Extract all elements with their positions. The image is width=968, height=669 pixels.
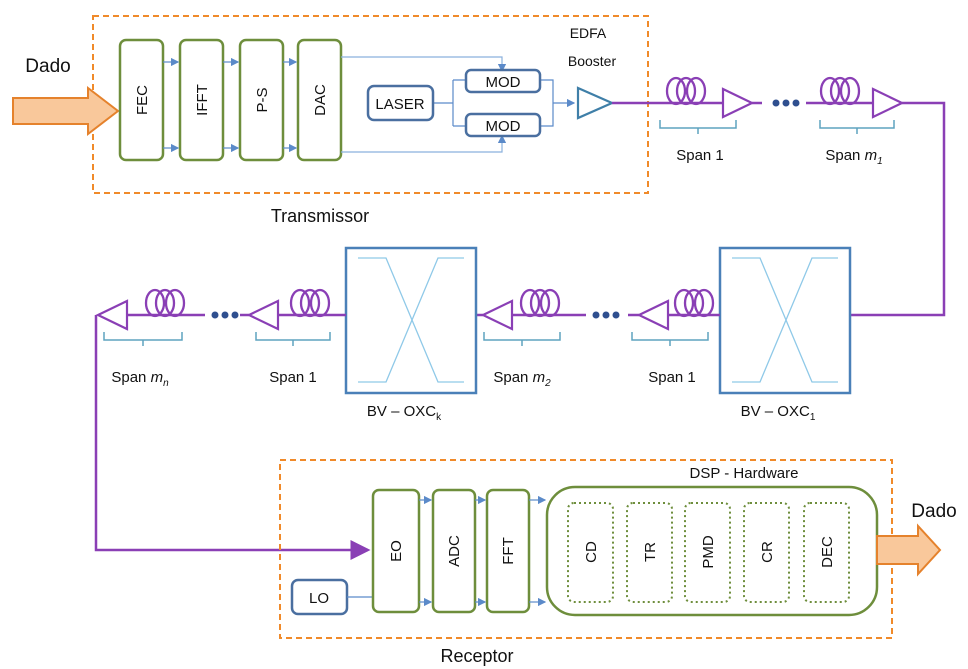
amplifier-spanm1-top <box>871 87 905 119</box>
span1-mid-right-label: Span 1 <box>648 369 696 386</box>
modulator-bottom: MOD <box>464 112 542 138</box>
dsp-block-cr: CR <box>743 502 790 603</box>
edfa-booster-amplifier <box>576 86 615 120</box>
output-data-label: Dado <box>911 501 956 522</box>
fiber-coil-span1-mid-left <box>289 288 331 318</box>
svg-text:TR: TR <box>642 542 659 562</box>
svg-text:FEC: FEC <box>134 85 151 115</box>
lo-block: LO <box>290 578 349 616</box>
oxck-label: BV – OXCk <box>367 403 442 423</box>
spanm1-top-label: Span m1 <box>825 147 882 167</box>
tx-internal-arrows <box>163 56 574 153</box>
dsp-block-dec: DEC <box>803 502 850 603</box>
ellipsis-top <box>772 99 800 107</box>
ellipsis-mid-left <box>211 311 239 319</box>
tx-block-ps: P-S <box>238 38 285 162</box>
fiber-coil-spanmn <box>144 288 186 318</box>
svg-text:MOD: MOD <box>486 118 521 135</box>
amplifier-spanmn <box>95 299 129 331</box>
amplifier-span1-top <box>721 87 755 119</box>
span1-mid-right-brace <box>631 332 709 346</box>
dsp-block-tr: TR <box>626 502 673 603</box>
fiber-to-receiver <box>94 315 371 560</box>
svg-text:FFT: FFT <box>500 537 517 565</box>
fiber-coil-spanm1-top <box>819 76 861 106</box>
transmitter-label: Transmissor <box>271 206 369 226</box>
tx-block-fec: FEC <box>118 38 165 162</box>
svg-text:DEC: DEC <box>819 536 836 568</box>
spanmn-label: Span mn <box>111 369 169 389</box>
edfa-label-line1: EDFA <box>570 25 607 41</box>
spanm1-top-brace <box>819 120 895 134</box>
eo-block: EO <box>371 488 421 614</box>
svg-text:PMD: PMD <box>700 535 717 569</box>
input-data-label: Dado <box>25 56 70 77</box>
svg-text:P-S: P-S <box>254 87 271 112</box>
fiber-coil-spanm2 <box>519 288 561 318</box>
fiber-to-oxc1 <box>850 101 946 317</box>
fiber-coil-span1-top <box>665 76 707 106</box>
adc-block: ADC <box>431 488 477 614</box>
dsp-block-pmd: PMD <box>684 502 731 603</box>
rx-internal-arrows <box>419 495 547 607</box>
ellipsis-mid-right <box>592 311 620 319</box>
tx-block-ifft: IFFT <box>178 38 225 162</box>
amplifier-span1-mid-right <box>636 299 670 331</box>
dsp-block-cd: CD <box>567 502 614 603</box>
svg-text:LASER: LASER <box>375 96 424 113</box>
receiver-label: Receptor <box>440 646 513 666</box>
fiber-coil-span1-mid-right <box>673 288 715 318</box>
oxck-switch <box>344 246 478 395</box>
span1-top-label: Span 1 <box>676 147 724 164</box>
svg-text:CR: CR <box>759 541 776 563</box>
amplifier-span1-mid-left <box>246 299 280 331</box>
svg-text:IFFT: IFFT <box>194 84 211 116</box>
span1-mid-left-label: Span 1 <box>269 369 317 386</box>
spanm2-brace <box>483 332 561 346</box>
amplifier-spanm2 <box>480 299 514 331</box>
spanm2-label: Span m2 <box>493 369 551 389</box>
fft-block: FFT <box>485 488 531 614</box>
laser-block: LASER <box>366 84 435 122</box>
span1-top-brace <box>659 120 737 134</box>
svg-text:ADC: ADC <box>446 535 463 567</box>
svg-text:DAC: DAC <box>312 84 329 116</box>
svg-text:MOD: MOD <box>486 74 521 91</box>
input-data-arrow <box>12 85 120 137</box>
svg-text:CD: CD <box>583 541 600 563</box>
output-data-arrow <box>876 523 942 577</box>
oxc1-label: BV – OXC1 <box>741 403 816 423</box>
dsp-title: DSP - Hardware <box>690 465 799 482</box>
modulator-top: MOD <box>464 68 542 94</box>
tx-block-dac: DAC <box>296 38 343 162</box>
svg-text:EO: EO <box>388 540 405 562</box>
svg-text:LO: LO <box>309 590 329 607</box>
oxc1-switch <box>718 246 852 395</box>
edfa-label-line2: Booster <box>568 53 617 69</box>
spanmn-brace <box>103 332 183 346</box>
span1-mid-left-brace <box>255 332 331 346</box>
